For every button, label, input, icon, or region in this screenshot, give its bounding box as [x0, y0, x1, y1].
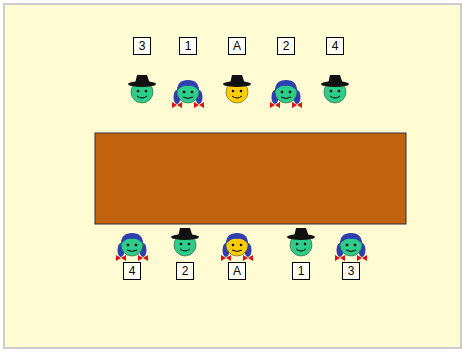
seat-label: 1	[179, 37, 197, 55]
seat-label: 4	[326, 37, 344, 55]
seat-number: 1	[298, 265, 305, 277]
seat-number: A	[233, 40, 241, 52]
seat-number: 2	[283, 40, 290, 52]
seat-label: 4	[123, 262, 141, 280]
seat-number: 4	[129, 265, 136, 277]
seat-number: 4	[332, 40, 339, 52]
seat-label: 1	[292, 262, 310, 280]
seat-number: 2	[182, 265, 189, 277]
seat-number: 1	[185, 40, 192, 52]
seat-label: 3	[133, 37, 151, 55]
seat-number: 3	[139, 40, 146, 52]
seat-label: 2	[176, 262, 194, 280]
seat-label: 2	[277, 37, 295, 55]
seat-number: 3	[348, 265, 355, 277]
seat-number: A	[233, 265, 241, 277]
seat-label: A	[228, 37, 246, 55]
seat-label: A	[228, 262, 246, 280]
seat-label: 3	[342, 262, 360, 280]
